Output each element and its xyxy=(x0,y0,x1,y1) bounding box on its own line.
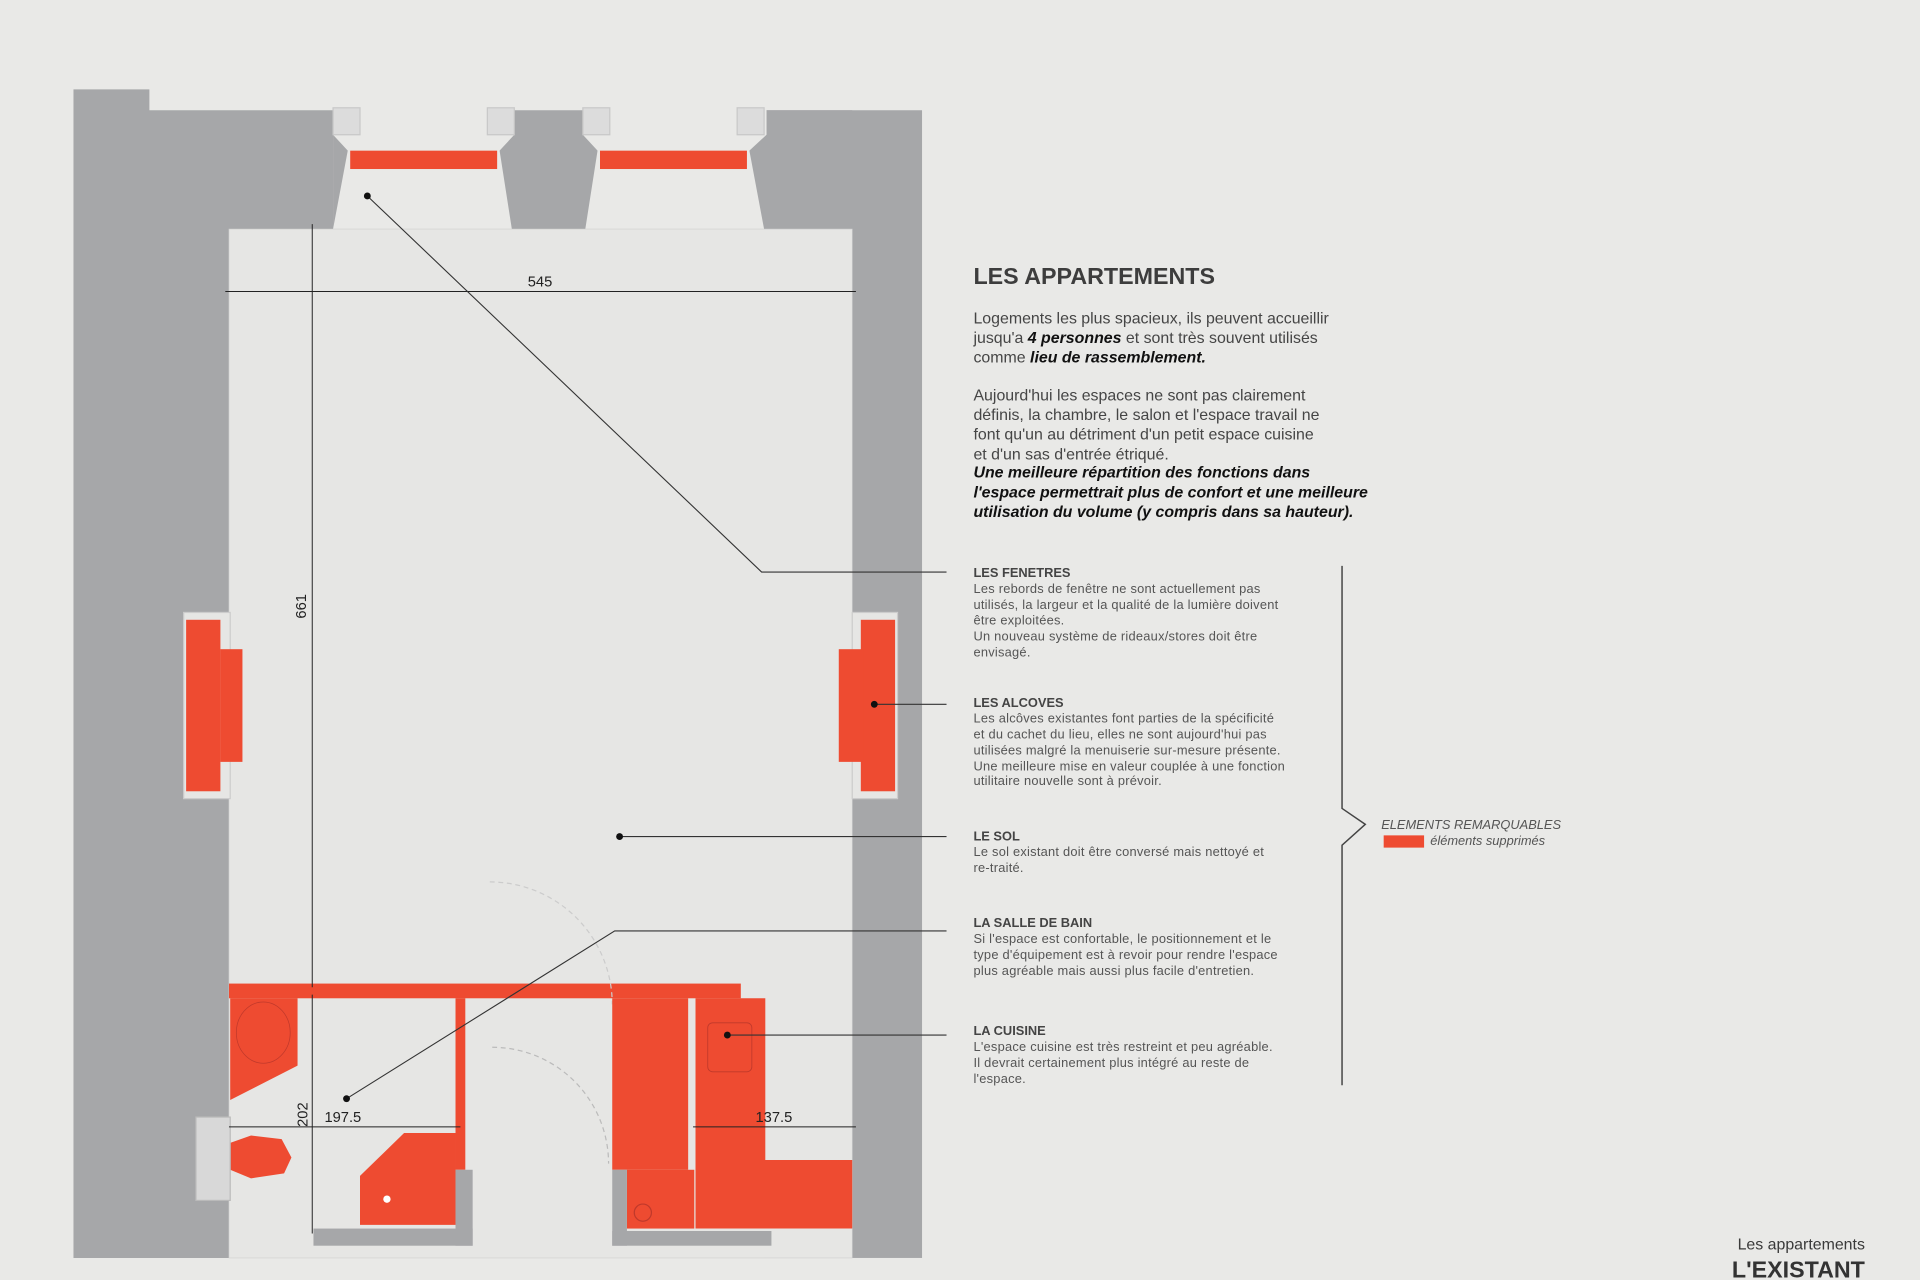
footer: Les appartements L'EXISTANT xyxy=(1732,1236,1865,1280)
dimension-kitchen-width: 137.5 xyxy=(755,1110,792,1126)
svg-text:utilisées malgré la menuiserie: utilisées malgré la menuiserie sur-mesur… xyxy=(973,743,1280,758)
shower xyxy=(360,1133,456,1225)
svg-text:L'espace cuisine est très rest: L'espace cuisine est très restreint et p… xyxy=(973,1039,1272,1054)
legend-item-removed: éléments supprimés xyxy=(1430,833,1545,848)
svg-text:LA CUISINE: LA CUISINE xyxy=(973,1023,1046,1038)
svg-text:font qu'un au détriment d'un p: font qu'un au détriment d'un petit espac… xyxy=(973,427,1313,444)
svg-text:Une meilleure mise en valeur c: Une meilleure mise en valeur couplée à u… xyxy=(973,758,1285,773)
svg-text:Si l'espace est confortable, l: Si l'espace est confortable, le position… xyxy=(973,931,1271,946)
window-sill-left xyxy=(350,150,498,170)
svg-text:l'espace permettrait plus de c: l'espace permettrait plus de confort et … xyxy=(973,484,1368,501)
kitchen-unit xyxy=(695,998,853,1229)
legend-title: ELEMENTS REMARQUABLES xyxy=(1381,817,1561,832)
svg-text:utilitaire nouvelle sont à pré: utilitaire nouvelle sont à prévoir. xyxy=(973,773,1161,788)
svg-text:Les rebords de fenêtre ne sont: Les rebords de fenêtre ne sont actuellem… xyxy=(973,581,1260,596)
svg-text:envisagé.: envisagé. xyxy=(973,645,1030,660)
window-sill-right xyxy=(600,150,747,170)
svg-text:Le sol existant doit être conv: Le sol existant doit être conversé mais … xyxy=(973,844,1264,859)
floor-plan xyxy=(73,89,923,1259)
svg-text:Logements les plus spacieux, i: Logements les plus spacieux, ils peuvent… xyxy=(973,310,1329,327)
intro-text: LES APPARTEMENTS Logements les plus spac… xyxy=(972,263,1368,521)
svg-text:définis, la chambre, le salon: définis, la chambre, le salon et l'espac… xyxy=(973,407,1319,424)
svg-text:et du cachet du lieu, elles ne: et du cachet du lieu, elles ne sont aujo… xyxy=(973,727,1266,742)
dimension-bath-height: 202 xyxy=(295,1102,311,1127)
svg-text:LES FENETRES: LES FENETRES xyxy=(973,565,1070,580)
svg-text:Aujourd'hui les espaces ne son: Aujourd'hui les espaces ne sont pas clai… xyxy=(973,388,1305,405)
svg-text:utilisés, la largeur et la qua: utilisés, la largeur et la qualité de la… xyxy=(973,597,1278,612)
leader-lines xyxy=(346,195,947,1100)
sink xyxy=(230,998,298,1100)
section-cuisine: LA CUISINE L'espace cuisine est très res… xyxy=(973,1023,1272,1086)
footer-subtitle: Les appartements xyxy=(1738,1236,1865,1253)
brace xyxy=(1341,565,1367,1086)
section-alcoves: LES ALCOVES Les alcôves existantes font … xyxy=(973,695,1285,788)
svg-text:jusqu'a 4 personnes et sont tr: jusqu'a 4 personnes et sont très souvent… xyxy=(972,330,1317,347)
kitchen-counter xyxy=(612,998,689,1170)
svg-text:Une meilleure répartition des: Une meilleure répartition des fonctions … xyxy=(973,465,1310,482)
page-title: LES APPARTEMENTS xyxy=(973,263,1215,289)
svg-text:Les alcôves existantes font pa: Les alcôves existantes font parties de l… xyxy=(973,711,1274,726)
svg-text:et d'un sas d'entrée étriqué.: et d'un sas d'entrée étriqué. xyxy=(973,446,1168,463)
svg-text:LES ALCOVES: LES ALCOVES xyxy=(973,695,1064,710)
dimension-width: 545 xyxy=(528,275,553,291)
svg-text:être exploitées.: être exploitées. xyxy=(973,613,1064,628)
svg-text:Un nouveau système de rideaux/: Un nouveau système de rideaux/stores doi… xyxy=(973,629,1257,644)
legend: ELEMENTS REMARQUABLES éléments supprimés xyxy=(1341,565,1561,1086)
dimensions xyxy=(225,224,856,1234)
svg-text:utilisation du volume (y compr: utilisation du volume (y compris dans sa… xyxy=(973,504,1353,521)
dimension-bath-width: 197.5 xyxy=(324,1110,361,1126)
footer-title: L'EXISTANT xyxy=(1732,1257,1865,1280)
section-sol: LE SOL Le sol existant doit être convers… xyxy=(973,828,1264,875)
alcove-right xyxy=(860,619,896,792)
svg-text:Il devrait certainement plus i: Il devrait certainement plus intégré au … xyxy=(973,1055,1249,1070)
svg-text:l'espace.: l'espace. xyxy=(973,1071,1025,1086)
section-fenetres: LES FENETRES Les rebords de fenêtre ne s… xyxy=(973,565,1278,660)
legend-swatch-removed xyxy=(1383,835,1425,848)
svg-text:LA SALLE DE BAIN: LA SALLE DE BAIN xyxy=(973,915,1092,930)
svg-text:plus agréable mais aussi plus: plus agréable mais aussi plus facile d'e… xyxy=(973,963,1254,978)
section-salle-de-bain: LA SALLE DE BAIN Si l'espace est confort… xyxy=(973,915,1277,978)
dimension-height: 661 xyxy=(294,594,310,619)
alcove-left xyxy=(186,619,221,792)
toilet xyxy=(230,1135,292,1179)
svg-text:re-traité.: re-traité. xyxy=(973,860,1023,875)
svg-text:LE SOL: LE SOL xyxy=(973,828,1020,843)
svg-text:type d'équipement est à revoir: type d'équipement est à revoir pour rend… xyxy=(973,947,1277,962)
svg-text:comme lieu de rassemblement.: comme lieu de rassemblement. xyxy=(973,350,1205,367)
